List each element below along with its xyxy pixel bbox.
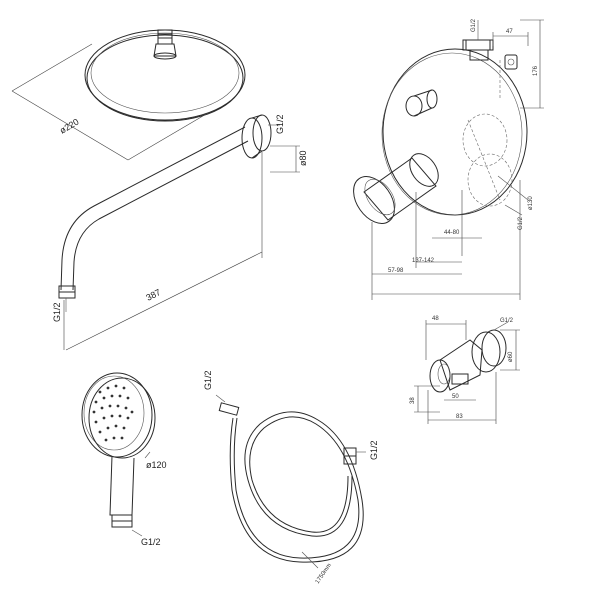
- mixer-depth-total-label: 137-142: [412, 258, 435, 264]
- mixer-plate-label: ø130: [528, 196, 534, 210]
- shower-arm: G1/2 G1/2 ø80 387: [52, 114, 308, 350]
- hose-thread-left-label: G1/2: [203, 370, 213, 390]
- arm-inlet-thread-label: G1/2: [275, 114, 285, 134]
- mixer-side-thread-label: G1/2: [518, 216, 524, 230]
- mixer-height-label: 176: [533, 65, 539, 76]
- holder-thread-label: G1/2: [500, 318, 514, 324]
- concealed-mixer: G1/2 47 176 ø130 G1/2 44-80 57-98 137-14…: [345, 18, 544, 300]
- rain-head-diameter-label: ø220: [58, 117, 81, 136]
- hose-thread-right-label: G1/2: [369, 440, 379, 460]
- mixer-top-thread-label: G1/2: [471, 18, 477, 32]
- arm-outlet-thread-label: G1/2: [52, 302, 62, 322]
- shower-hose: G1/2 G1/2 1750mm: [203, 370, 379, 585]
- hose-length-label: 1750mm: [315, 563, 333, 586]
- arm-flange-label: ø80: [298, 150, 308, 166]
- rain-shower-head: ø220: [12, 30, 245, 160]
- holder-height-label: ø60: [508, 351, 514, 362]
- hand-shower-diameter-label: ø120: [146, 460, 167, 470]
- mixer-width-label: 47: [506, 29, 513, 35]
- holder-left-label: 38: [410, 397, 416, 404]
- holder-depth-label: 83: [456, 414, 463, 420]
- holder-width-label: 48: [432, 316, 439, 322]
- wall-outlet-holder: 48 G1/2 ø60 38 50 83: [410, 316, 520, 424]
- spray-nozzles: [93, 385, 134, 442]
- holder-offset-label: 50: [452, 394, 459, 400]
- hand-shower: ø120 G1/2: [82, 373, 167, 547]
- mixer-depth-small-label: 44-80: [444, 230, 460, 236]
- mixer-depth-mid-label: 57-98: [388, 268, 404, 274]
- hand-shower-thread-label: G1/2: [141, 537, 161, 547]
- arm-length-label: 387: [144, 287, 162, 303]
